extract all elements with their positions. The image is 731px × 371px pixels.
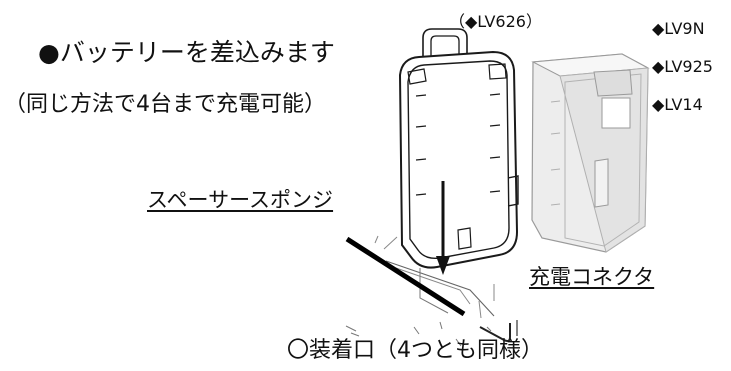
diagram-title: ●バッテリーを差込みます (38, 38, 335, 67)
battery-gray (531, 53, 650, 253)
spacer-sponge-label: スペーサースポンジ (147, 188, 334, 212)
diagram-subtitle: （同じ方法で4台まで充電可能） (4, 92, 326, 117)
insertion-arrow (436, 181, 450, 275)
model-label-center: （◆LV626） (449, 12, 542, 31)
model-label-lv925: ◆LV925 (652, 57, 713, 76)
battery-outline (398, 28, 519, 269)
model-label-lv14: ◆LV14 (652, 95, 703, 114)
charger-slot (345, 235, 518, 347)
spacer-sponge-line (345, 236, 466, 317)
insertion-slot-label: 〇装着口（4つとも同様） (287, 338, 543, 363)
charging-connector-label: 充電コネクタ (529, 265, 655, 289)
model-label-lv9n: ◆LV9N (652, 19, 705, 38)
